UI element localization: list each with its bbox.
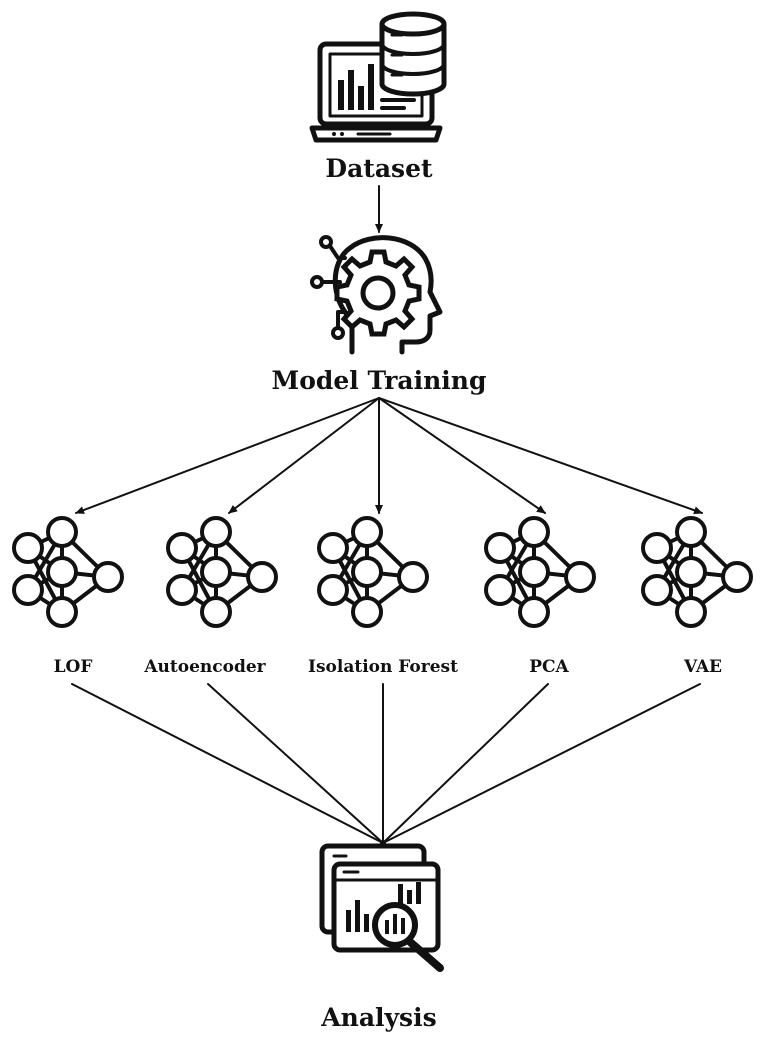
model-label-autoencoder: Autoencoder	[143, 657, 266, 677]
model-label-vae: VAE	[683, 657, 722, 677]
neural-network-icon-autoencoder	[166, 516, 278, 628]
laptop-database-icon	[309, 11, 447, 143]
edges-training-models	[75, 397, 703, 515]
neural-network-icon-isolation-forest	[317, 516, 429, 628]
neural-network-icon-pca	[484, 516, 596, 628]
chart-magnifier-icon	[319, 843, 444, 972]
model-label-lof: LOF	[54, 657, 93, 677]
model-label-pca: PCA	[529, 657, 569, 677]
head-gear-icon	[310, 235, 443, 355]
dataset-label: Dataset	[325, 154, 433, 183]
model-label-isolation-forest: Isolation Forest	[308, 657, 458, 677]
neural-network-icon-lof	[12, 516, 124, 628]
training-label: Model Training	[272, 366, 487, 395]
edges-models-analysis	[71, 683, 701, 846]
analysis-label: Analysis	[320, 1003, 436, 1032]
neural-network-icon-vae	[641, 516, 753, 628]
